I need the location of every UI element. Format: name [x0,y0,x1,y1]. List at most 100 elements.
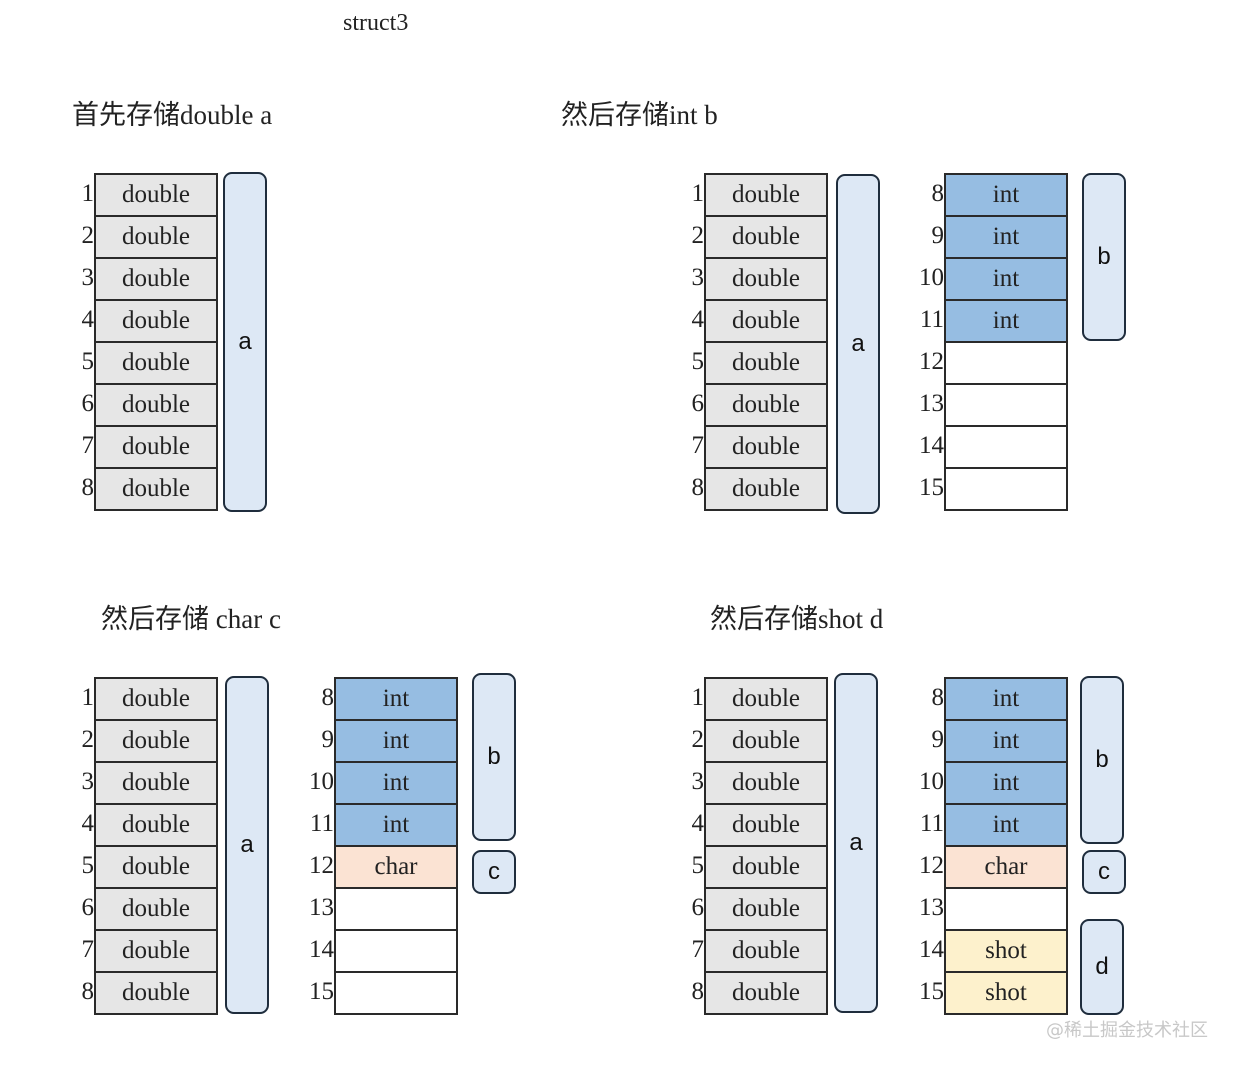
byte-index: 8 [931,180,945,207]
byte-cell-double: double [704,803,828,845]
byte-index: 8 [691,978,705,1005]
byte-index: 11 [919,306,944,333]
byte-cell-double: double [704,887,828,929]
byte-cell-double: double [94,257,218,299]
byte-cell-double: double [704,215,828,257]
panel-1-bracket-a: a [223,172,267,512]
byte-index: 13 [919,894,944,921]
byte-index: 11 [919,810,944,837]
byte-index: 4 [691,810,705,837]
byte-cell-empty [944,425,1068,467]
byte-cell-double: double [94,383,218,425]
byte-cell-double: double [704,761,828,803]
byte-cell-empty [944,341,1068,383]
panel-3-heading: 然后存储 char c [101,604,281,634]
byte-cell-shot: shot [944,929,1068,971]
byte-index: 5 [81,852,95,879]
byte-cell-double: double [704,341,828,383]
byte-index: 8 [691,474,705,501]
byte-cell-double: double [94,761,218,803]
byte-cell-int: int [334,803,458,845]
byte-index: 13 [919,390,944,417]
watermark: @稀土掘金技术社区 [1046,1020,1208,1041]
byte-cell-empty [944,383,1068,425]
byte-index: 10 [919,264,944,291]
byte-index: 5 [691,348,705,375]
panel-2-bracket-b: b [1082,173,1126,341]
byte-index: 15 [919,978,944,1005]
byte-index: 3 [691,264,705,291]
byte-index: 8 [931,684,945,711]
byte-index: 6 [81,894,95,921]
byte-index: 8 [321,684,335,711]
byte-cell-double: double [704,383,828,425]
byte-cell-double: double [94,971,218,1015]
byte-cell-double: double [94,425,218,467]
byte-cell-double: double [704,929,828,971]
byte-cell-int: int [334,761,458,803]
byte-cell-empty [334,971,458,1015]
byte-index: 1 [81,180,95,207]
panel-2-heading: 然后存储int b [561,100,718,130]
byte-cell-empty [334,929,458,971]
byte-cell-double: double [704,257,828,299]
byte-cell-int: int [944,299,1068,341]
memory-row: 15 [914,467,1068,511]
byte-index: 8 [81,978,95,1005]
byte-index: 1 [691,180,705,207]
byte-index: 8 [81,474,95,501]
byte-cell-int: int [944,257,1068,299]
byte-index: 12 [309,852,334,879]
panel-3-bracket-a: a [225,676,269,1014]
panel-3-bracket-b: b [472,673,516,841]
byte-index: 13 [309,894,334,921]
memory-row: 14 [304,929,458,971]
byte-index: 5 [81,348,95,375]
memory-row: 15 [304,971,458,1015]
byte-cell-double: double [94,887,218,929]
byte-cell-double: double [94,845,218,887]
byte-cell-double: double [94,929,218,971]
panel-4-heading: 然后存储shot d [710,604,884,634]
byte-cell-int: int [944,173,1068,215]
byte-cell-double: double [94,173,218,215]
byte-cell-double: double [704,845,828,887]
memory-row: 14 [914,425,1068,467]
byte-index: 10 [309,768,334,795]
byte-cell-empty [944,467,1068,511]
diagram-title: struct3 [343,10,409,36]
memory-row: 12 [914,341,1068,383]
byte-index: 3 [691,768,705,795]
byte-index: 5 [691,852,705,879]
byte-cell-double: double [94,341,218,383]
byte-cell-double: double [94,299,218,341]
byte-index: 15 [309,978,334,1005]
byte-index: 9 [321,726,335,753]
